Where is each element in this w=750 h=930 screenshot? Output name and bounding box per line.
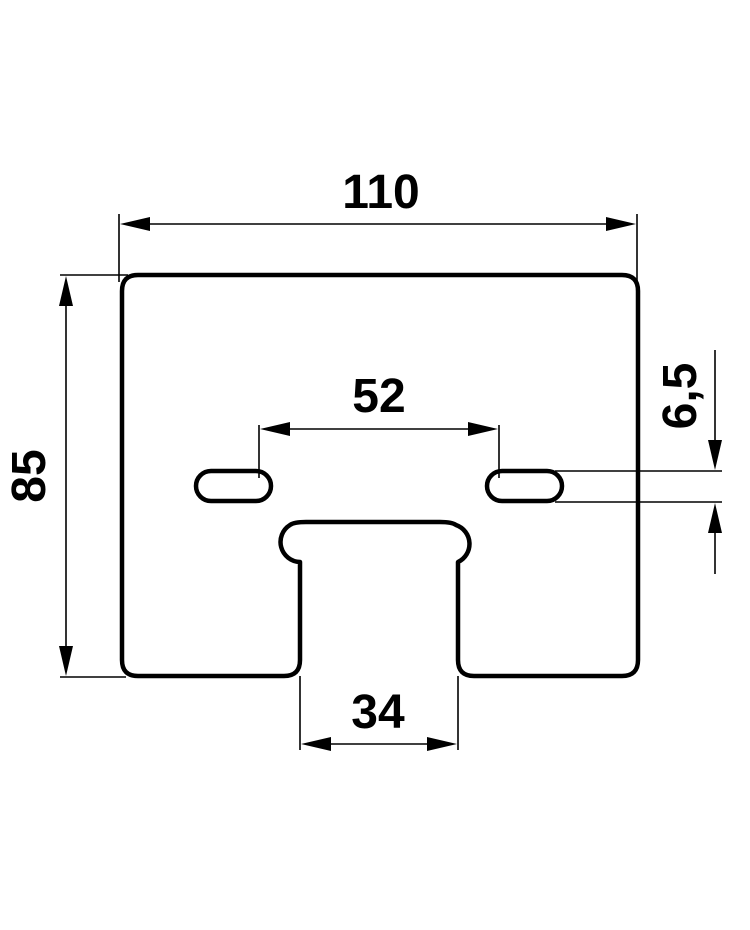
part-outline (119, 272, 641, 679)
overall-width-label: 110 (342, 166, 419, 219)
right-slot (484, 468, 565, 504)
slot-width-label: 6,5 (654, 363, 707, 430)
slot-spacing-label: 52 (352, 370, 405, 423)
dimension-notch-width: 34 (299, 676, 459, 751)
left-slot (193, 468, 274, 504)
dimension-slot-width: 6,5 (555, 350, 722, 574)
notch-width-label: 34 (351, 686, 405, 739)
dimension-overall-height: 85 (3, 274, 128, 678)
dimension-overall-width: 110 (118, 166, 638, 282)
dimension-slot-spacing: 52 (258, 370, 500, 478)
overall-height-label: 85 (3, 449, 56, 502)
